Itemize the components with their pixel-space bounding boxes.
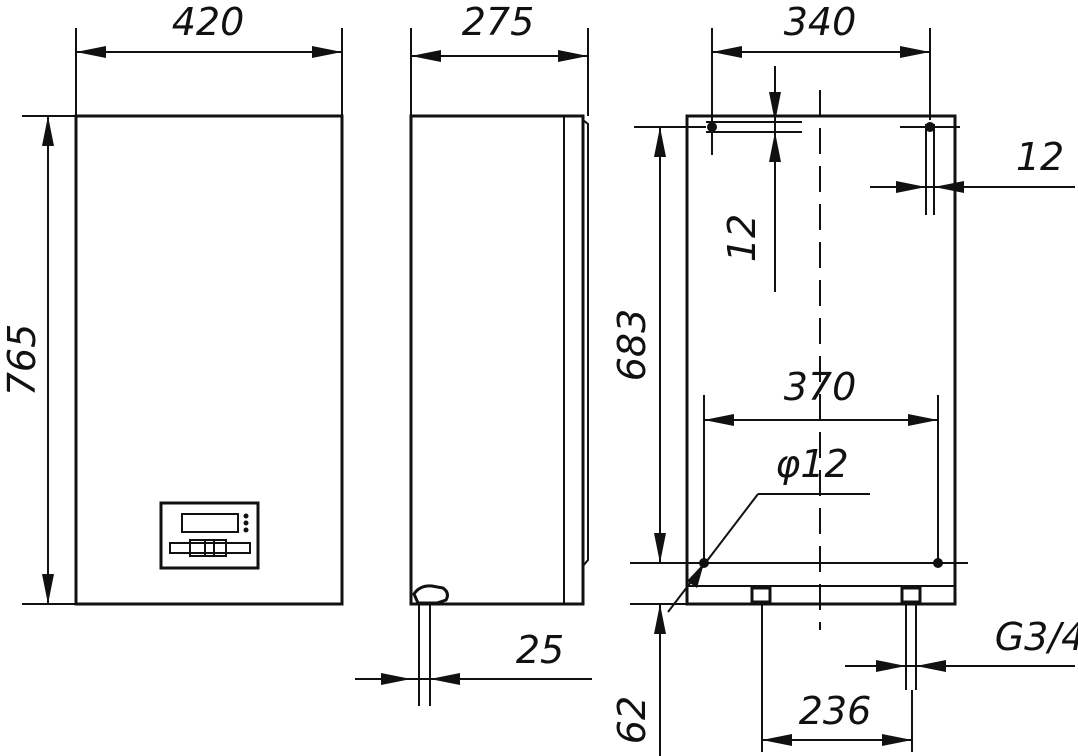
side-body [409,114,585,606]
rear-pipe-left [750,586,772,752]
pipe-spacing-label: 236 [799,689,872,733]
control-panel [159,501,260,570]
rear-mount-height-label: 683 [610,309,654,382]
rear-view: 340 12 12 683 370 φ12 62 [610,0,1078,756]
hole-diameter-label: φ12 [775,442,848,486]
front-view: 420 765 [0,0,344,606]
rear-hole-top-offset-label: 12 [720,214,764,262]
display-screen [181,513,239,533]
side-view: 275 25 [355,0,592,706]
rear-lower-width-label: 370 [784,365,857,409]
front-width-label: 420 [172,0,245,44]
side-offset-label: 25 [516,628,564,672]
pipe-thread-label: G3/4 [995,615,1078,659]
rear-pipe-right [900,586,922,752]
front-body [74,114,344,606]
side-pipe-fitting [412,584,449,706]
bottom-offset-label: 62 [610,696,654,744]
rear-mount-width-label: 340 [784,0,857,44]
front-height-label: 765 [0,324,44,397]
side-depth-label: 275 [462,0,535,44]
rear-hole-right-offset-label: 12 [1016,135,1064,179]
